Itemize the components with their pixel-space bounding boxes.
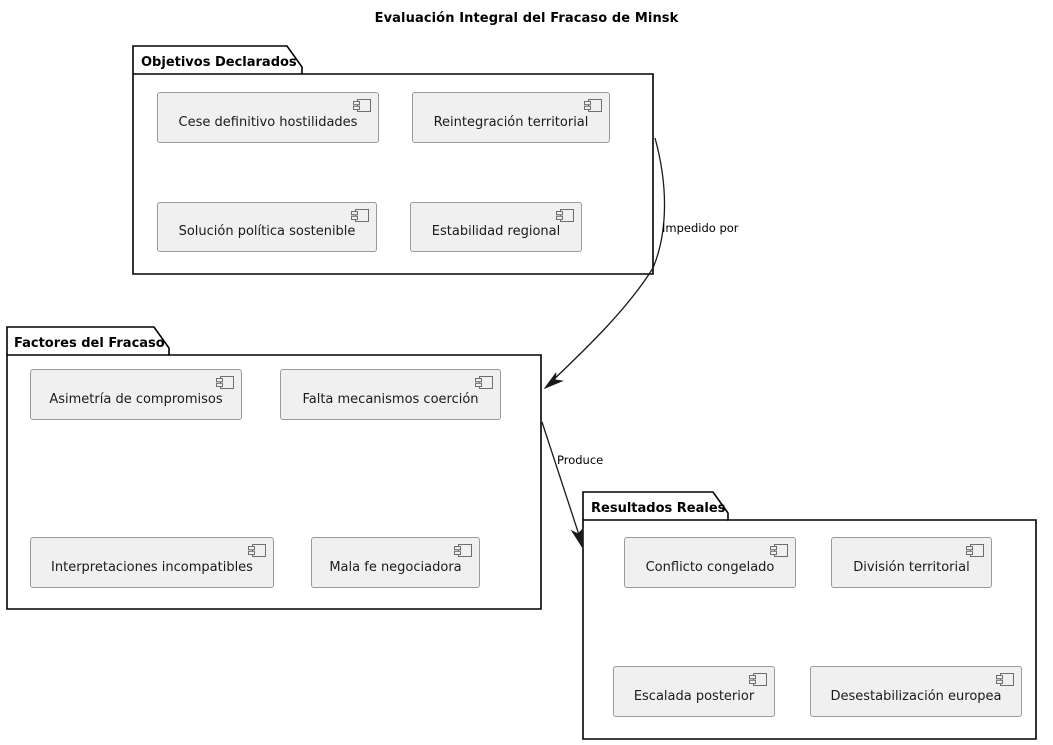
component-icon [584, 99, 602, 112]
component-label: Reintegración territorial [433, 114, 589, 130]
package-title-objetivos-declarados: Objetivos Declarados [141, 55, 297, 70]
component-reintegracion-territorial[interactable]: Reintegración territorial [412, 92, 610, 143]
component-icon [475, 376, 493, 389]
component-estabilidad-regional[interactable]: Estabilidad regional [410, 202, 582, 252]
component-icon [749, 673, 767, 686]
connector-label-impedido-por: Impedido por [662, 221, 739, 235]
component-label: Conflicto congelado [645, 559, 775, 575]
component-icon [216, 376, 234, 389]
component-conflicto-congelado[interactable]: Conflicto congelado [624, 537, 796, 588]
component-icon [996, 673, 1014, 686]
package-resultados-reales[interactable]: Resultados Reales Conflicto congelado Di… [582, 491, 1039, 742]
component-mala-fe-negociadora[interactable]: Mala fe negociadora [311, 537, 480, 588]
component-asimetria-de-compromisos[interactable]: Asimetría de compromisos [30, 369, 242, 420]
component-icon [454, 544, 472, 557]
package-objetivos-declarados[interactable]: Objetivos Declarados Cese definitivo hos… [132, 45, 656, 277]
component-label: Mala fe negociadora [329, 559, 462, 575]
component-label: Desestabilización europea [830, 688, 1002, 704]
component-label: Interpretaciones incompatibles [51, 559, 253, 575]
component-escalada-posterior[interactable]: Escalada posterior [613, 666, 775, 717]
component-icon [966, 544, 984, 557]
component-icon [556, 209, 574, 222]
component-label: Solución política sostenible [178, 224, 356, 239]
component-label: División territorial [853, 559, 970, 575]
component-label: Falta mecanismos coerción [302, 391, 479, 407]
component-solucion-politica-sostenible[interactable]: Solución política sostenible [157, 202, 377, 252]
package-title-factores-del-fracaso: Factores del Fracaso [14, 336, 165, 351]
component-label: Cese definitivo hostilidades [178, 114, 358, 130]
component-division-territorial[interactable]: División territorial [831, 537, 992, 588]
connector-impedido-por-arrowhead [543, 372, 564, 390]
component-desestabilizacion-europea[interactable]: Desestabilización europea [810, 666, 1022, 717]
component-cese-definitivo-hostilidades[interactable]: Cese definitivo hostilidades [157, 92, 379, 143]
component-interpretaciones-incompatibles[interactable]: Interpretaciones incompatibles [30, 537, 274, 588]
component-label: Estabilidad regional [431, 224, 561, 239]
component-label: Escalada posterior [633, 688, 755, 704]
package-title-resultados-reales: Resultados Reales [591, 501, 726, 516]
component-icon [351, 209, 369, 222]
component-icon [770, 544, 788, 557]
component-falta-mecanismos-coercion[interactable]: Falta mecanismos coerción [280, 369, 501, 420]
component-label: Asimetría de compromisos [49, 391, 223, 407]
diagram-title: Evaluación Integral del Fracaso de Minsk [374, 11, 679, 26]
connector-produce-path [541, 421, 582, 542]
package-factores-del-fracaso[interactable]: Factores del Fracaso Asimetría de compro… [6, 326, 544, 612]
component-icon [248, 544, 266, 557]
component-icon [353, 99, 371, 112]
connector-label-produce: Produce [557, 453, 604, 467]
